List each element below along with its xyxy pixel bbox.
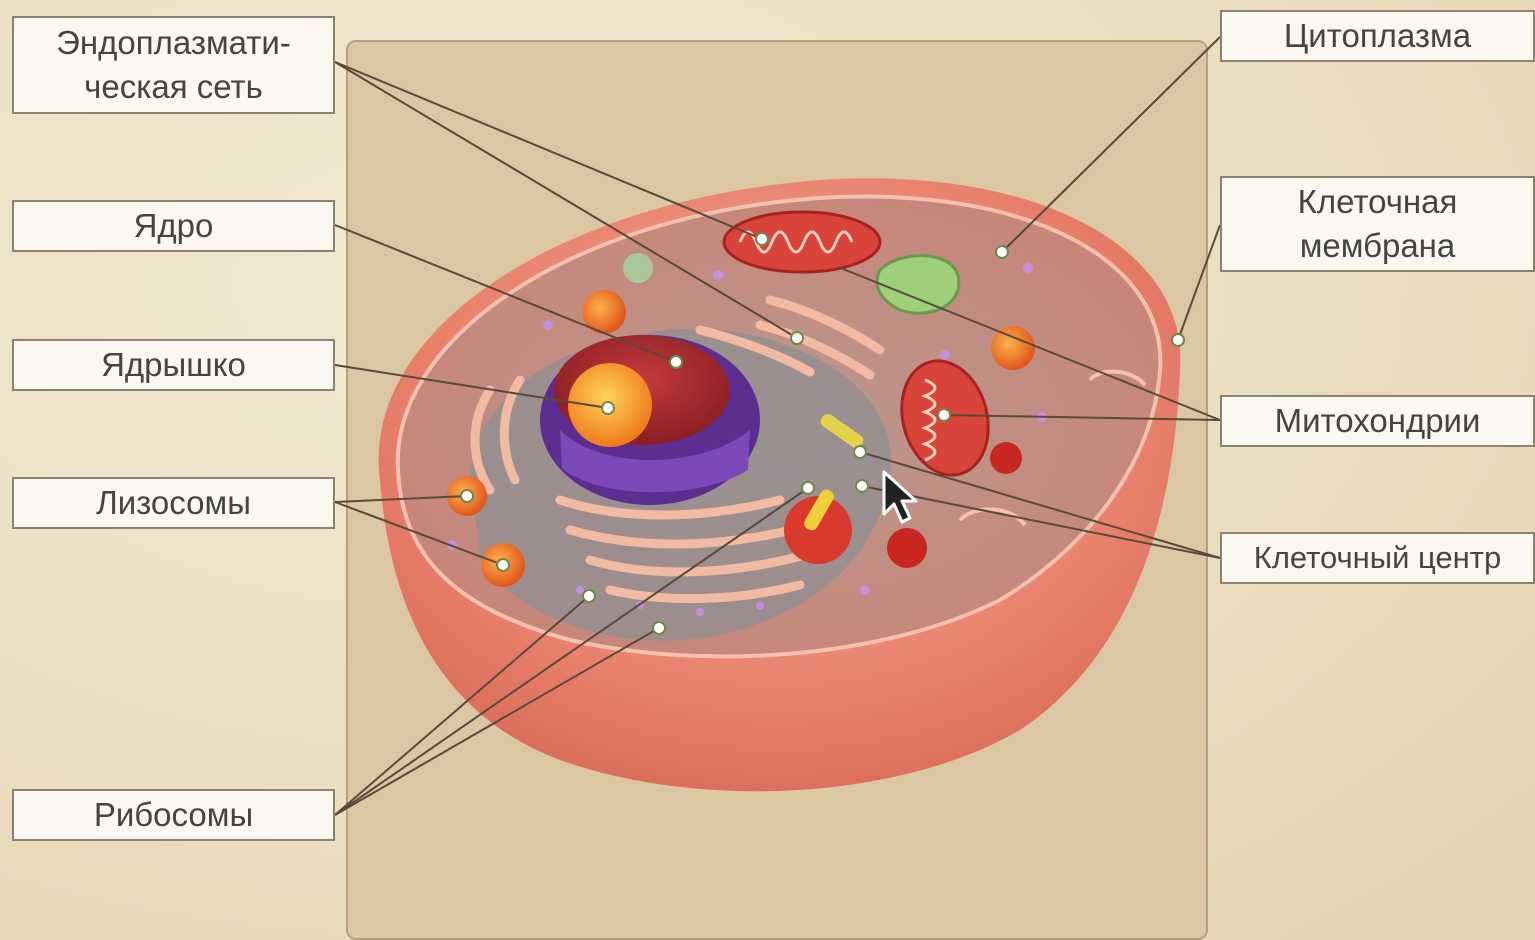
label-cell-membrane: Клеточная мембрана <box>1220 176 1535 272</box>
vacuole <box>877 256 959 314</box>
red-vesicle <box>887 528 927 568</box>
label-endoplasmic-reticulum: Эндоплазмати- ческая сеть <box>12 16 335 114</box>
vesicle-green <box>623 253 653 283</box>
label-cell-center: Клеточный центр <box>1220 532 1535 584</box>
mitochondrion-top <box>724 212 880 272</box>
label-ribosomes: Рибосомы <box>12 789 335 841</box>
label-nucleus: Ядро <box>12 200 335 252</box>
label-nucleolus: Ядрышко <box>12 339 335 391</box>
lysosome-4 <box>991 326 1035 370</box>
red-vesicle-2 <box>990 442 1022 474</box>
label-cytoplasm: Цитоплазма <box>1220 10 1535 62</box>
label-mitochondria: Митохондрии <box>1220 395 1535 447</box>
arrow-cursor-icon <box>880 470 920 528</box>
label-lysosomes: Лизосомы <box>12 477 335 529</box>
